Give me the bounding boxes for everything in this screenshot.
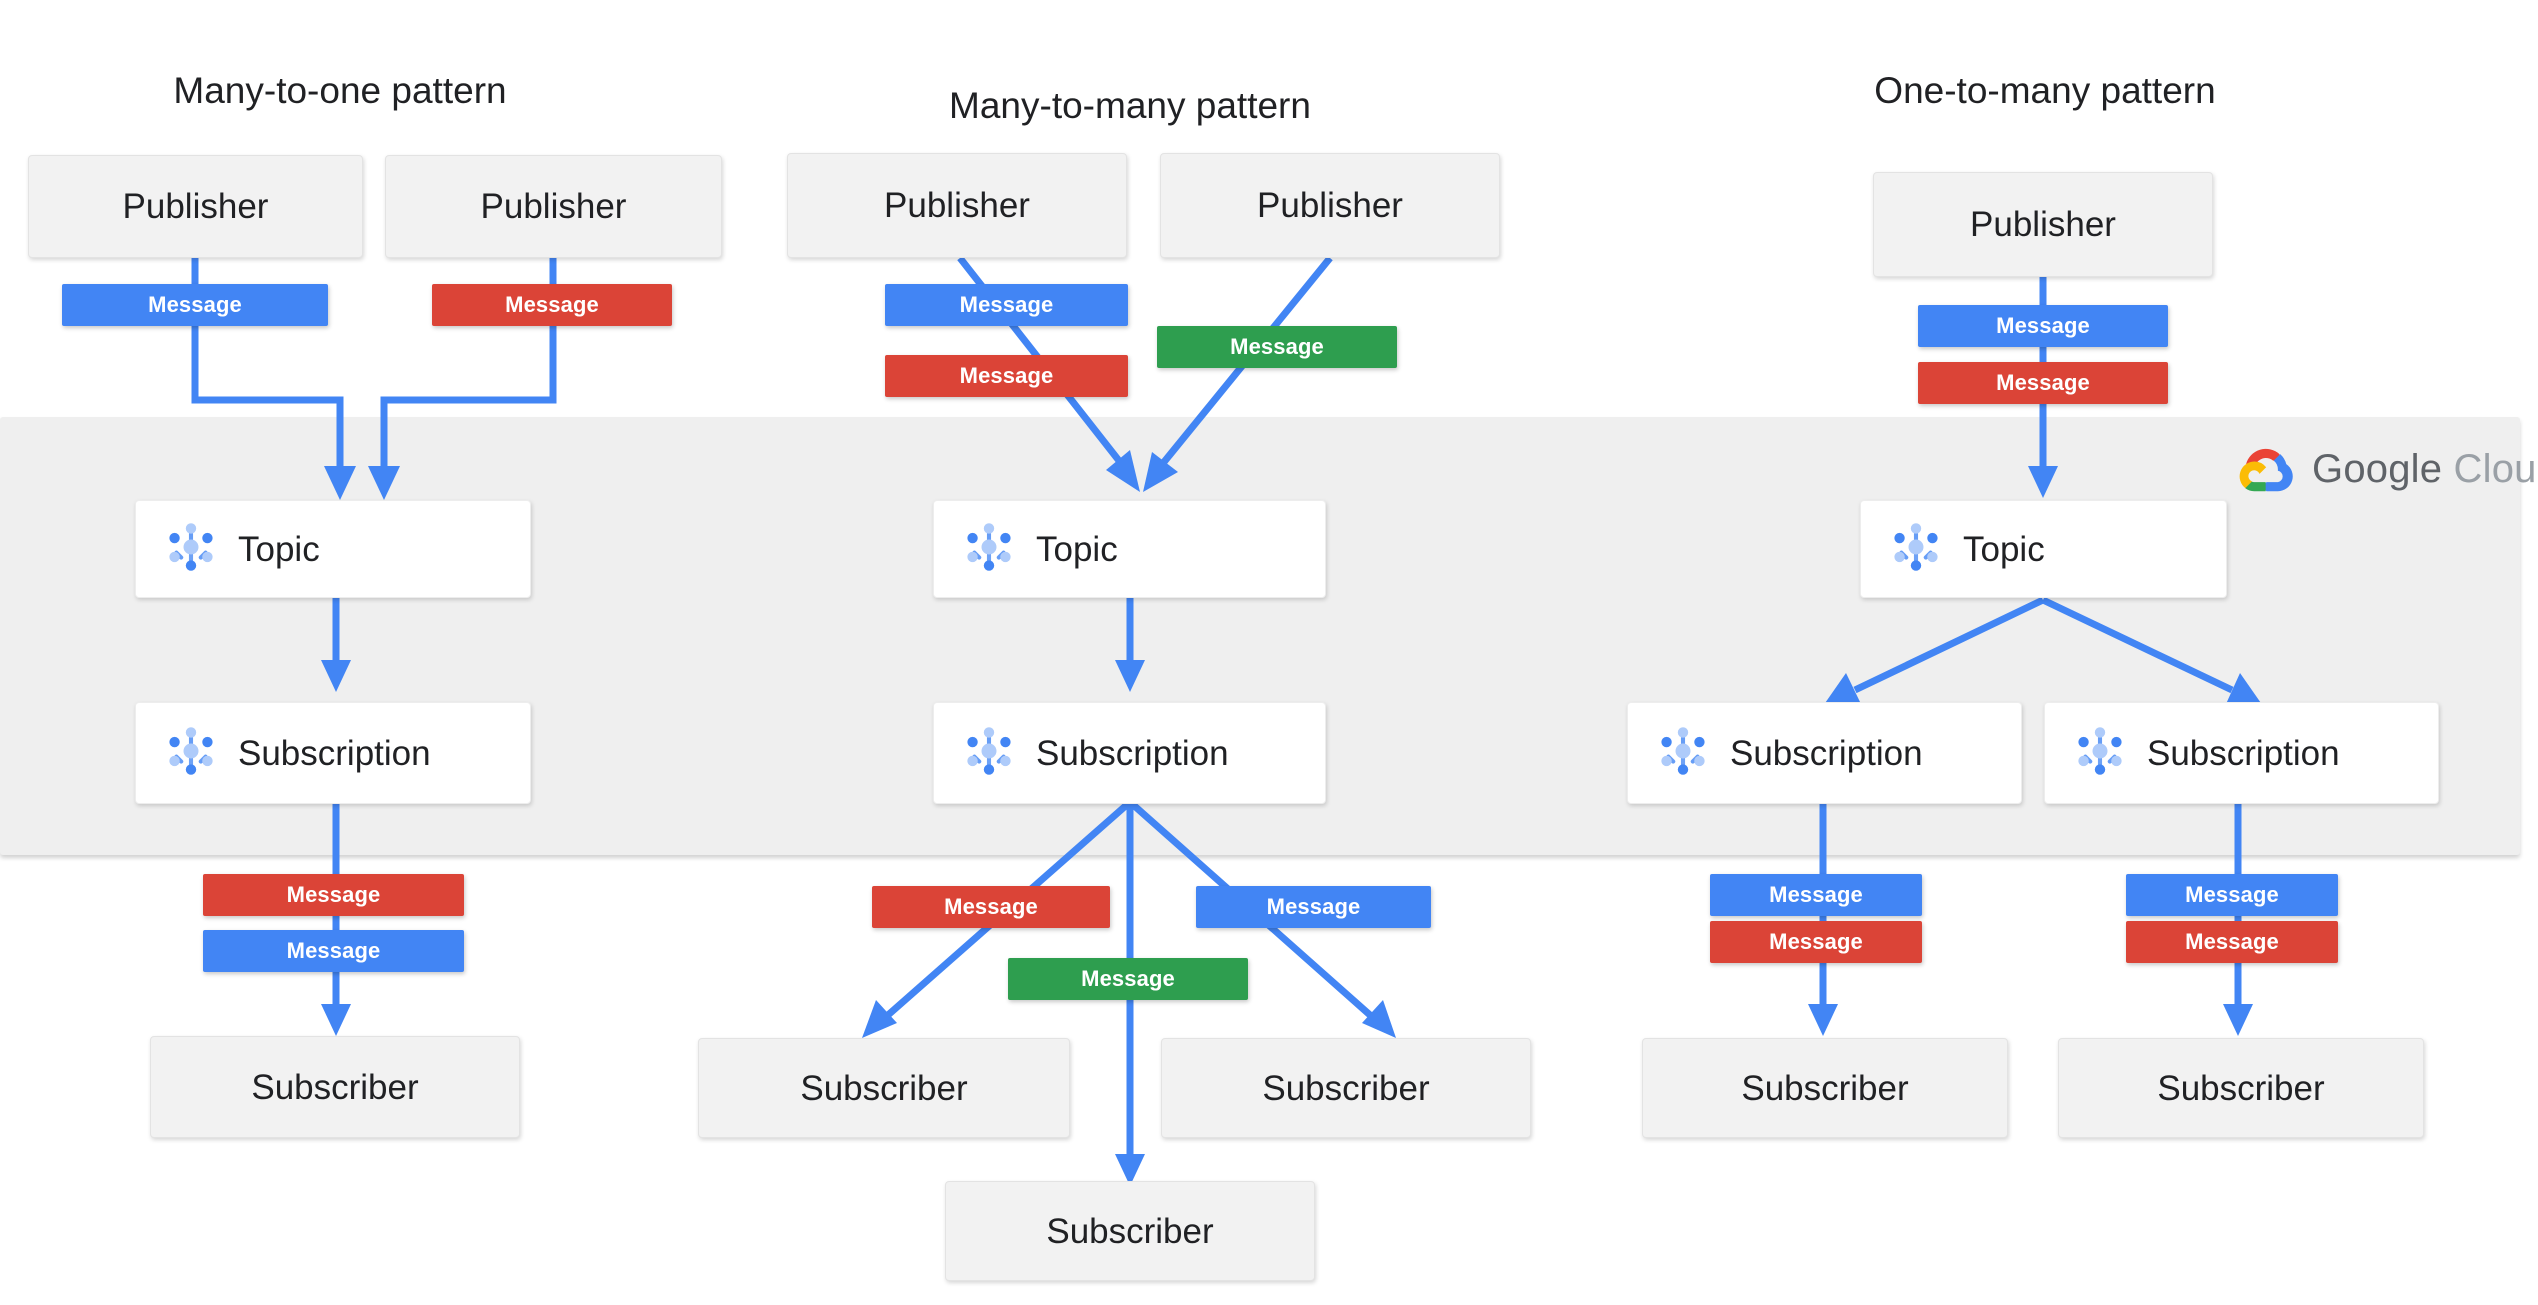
message-chip-c1-publish-2: Message [432, 284, 672, 326]
publisher-box-c1-2[interactable]: Publisher [385, 155, 722, 258]
subscription-box-c3-1[interactable]: Subscription [1627, 702, 2022, 804]
message-label: Message [286, 882, 381, 907]
pubsub-subscription-icon [960, 722, 1018, 785]
subscriber-box-c1[interactable]: Subscriber [150, 1036, 520, 1138]
subscription-label: Subscription [238, 733, 431, 773]
message-label: Message [1266, 894, 1361, 919]
topic-label: Topic [1963, 529, 2045, 569]
publisher-box-c3[interactable]: Publisher [1873, 172, 2213, 277]
publisher-label: Publisher [884, 186, 1030, 225]
subscriber-label: Subscriber [1741, 1068, 1909, 1108]
message-label: Message [148, 292, 242, 317]
message-chip-c2-deliver-2: Message [1196, 886, 1431, 928]
message-label: Message [1996, 313, 2090, 338]
subscriber-label: Subscriber [2157, 1068, 2325, 1108]
subscriber-label: Subscriber [251, 1067, 419, 1107]
google-cloud-wordmark: Google Cloud [2312, 447, 2538, 492]
pubsub-topic-icon [1887, 518, 1945, 581]
subscriber-label: Subscriber [800, 1068, 968, 1108]
message-chip-c1-deliver-2: Message [203, 930, 464, 972]
subscription-label: Subscription [1036, 733, 1229, 773]
message-chip-c2-publish-1: Message [885, 284, 1128, 326]
topic-box-c2[interactable]: Topic [933, 500, 1326, 598]
publisher-label: Publisher [480, 187, 627, 226]
message-label: Message [2185, 882, 2279, 907]
message-label: Message [944, 894, 1038, 919]
message-chip-c2-deliver-3: Message [1008, 958, 1248, 1000]
publisher-box-c2-1[interactable]: Publisher [787, 153, 1127, 258]
message-label: Message [1081, 966, 1175, 991]
publisher-label: Publisher [1970, 205, 2116, 244]
message-label: Message [286, 938, 381, 963]
publisher-label: Publisher [122, 187, 269, 226]
publisher-box-c1-1[interactable]: Publisher [28, 155, 363, 258]
topic-box-c3[interactable]: Topic [1860, 500, 2227, 598]
topic-label: Topic [1036, 529, 1118, 569]
message-label: Message [1769, 929, 1863, 954]
arrowhead-c3-sub1-to-subscriber1 [1808, 1004, 1838, 1036]
subscription-box-c3-2[interactable]: Subscription [2044, 702, 2439, 804]
arrowhead-c1-sub-to-subscriber [321, 1004, 351, 1036]
message-label: Message [1769, 882, 1863, 907]
message-label: Message [959, 292, 1054, 317]
subscriber-label: Subscriber [1262, 1068, 1430, 1108]
column-title-one-to-many: One-to-many pattern [1874, 70, 2216, 111]
message-chip-c3-deliver-4: Message [2126, 921, 2338, 963]
arrowhead-c2-sub-to-subscriber1 [862, 1000, 897, 1038]
pubsub-topic-icon [162, 518, 220, 581]
column-title-many-to-one: Many-to-one pattern [173, 70, 507, 111]
column-title-many-to-many: Many-to-many pattern [949, 85, 1311, 126]
subscription-label: Subscription [1730, 733, 1923, 773]
subscriber-box-c2-1[interactable]: Subscriber [698, 1038, 1070, 1138]
message-chip-c3-deliver-3: Message [2126, 874, 2338, 916]
publisher-box-c2-2[interactable]: Publisher [1160, 153, 1500, 258]
subscriber-box-c2-2[interactable]: Subscriber [1161, 1038, 1531, 1138]
message-chip-c2-deliver-1: Message [872, 886, 1110, 928]
message-chip-c1-deliver-1: Message [203, 874, 464, 916]
arrowhead-c2-sub-to-subscriber2 [1362, 1000, 1396, 1038]
pubsub-subscription-icon [162, 722, 220, 785]
message-chip-c2-publish-3: Message [1157, 326, 1397, 368]
message-label: Message [2185, 929, 2279, 954]
publisher-label: Publisher [1257, 186, 1403, 225]
subscriber-box-c2-3[interactable]: Subscriber [945, 1181, 1315, 1281]
message-chip-c3-publish-2: Message [1918, 362, 2168, 404]
message-chip-c3-deliver-1: Message [1710, 874, 1922, 916]
subscriber-box-c3-2[interactable]: Subscriber [2058, 1038, 2424, 1138]
message-chip-c3-deliver-2: Message [1710, 921, 1922, 963]
subscriber-box-c3-1[interactable]: Subscriber [1642, 1038, 2008, 1138]
pubsub-topic-icon [960, 518, 1018, 581]
subscriber-label: Subscriber [1046, 1211, 1214, 1251]
subscription-label: Subscription [2147, 733, 2340, 773]
subscription-box-c1[interactable]: Subscription [135, 702, 531, 804]
google-cloud-logo-icon [2239, 448, 2293, 492]
topic-label: Topic [238, 529, 320, 569]
pubsub-subscription-icon [2071, 722, 2129, 785]
message-chip-c1-publish-1: Message [62, 284, 328, 326]
arrowhead-c3-sub2-to-subscriber2 [2223, 1004, 2253, 1036]
message-label: Message [1996, 370, 2090, 395]
subscription-box-c2[interactable]: Subscription [933, 702, 1326, 804]
google-cloud-logo: Google Cloud [2238, 446, 2538, 492]
message-label: Message [1230, 334, 1324, 359]
message-label: Message [505, 292, 599, 317]
brand-cloud: Cloud [2453, 446, 2538, 491]
message-label: Message [959, 363, 1054, 388]
message-chip-c2-publish-2: Message [885, 355, 1128, 397]
message-chip-c3-publish-1: Message [1918, 305, 2168, 347]
pubsub-subscription-icon [1654, 722, 1712, 785]
brand-google: Google [2312, 446, 2443, 491]
topic-box-c1[interactable]: Topic [135, 500, 531, 598]
